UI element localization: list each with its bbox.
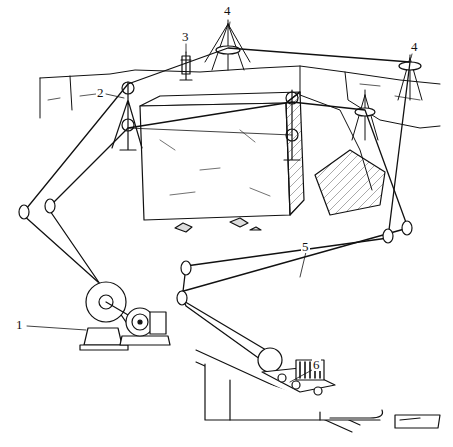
wire-rope: [22, 48, 410, 372]
guide-post: [112, 52, 300, 160]
leader-line: [27, 22, 412, 382]
callout-number: 4: [410, 40, 419, 53]
drive-unit: [80, 282, 170, 350]
tension-carriage: [196, 348, 440, 432]
callout-number: 6: [312, 358, 321, 371]
callout-number: 2: [96, 86, 105, 99]
callout-number: 5: [301, 240, 310, 253]
tripod-mast: [205, 20, 422, 140]
callout-number: 4: [223, 4, 232, 17]
rock-outcrop: [315, 150, 385, 215]
callout-number: 1: [15, 318, 24, 331]
callout-number: 3: [181, 30, 190, 43]
idler-pulley: [19, 199, 412, 305]
